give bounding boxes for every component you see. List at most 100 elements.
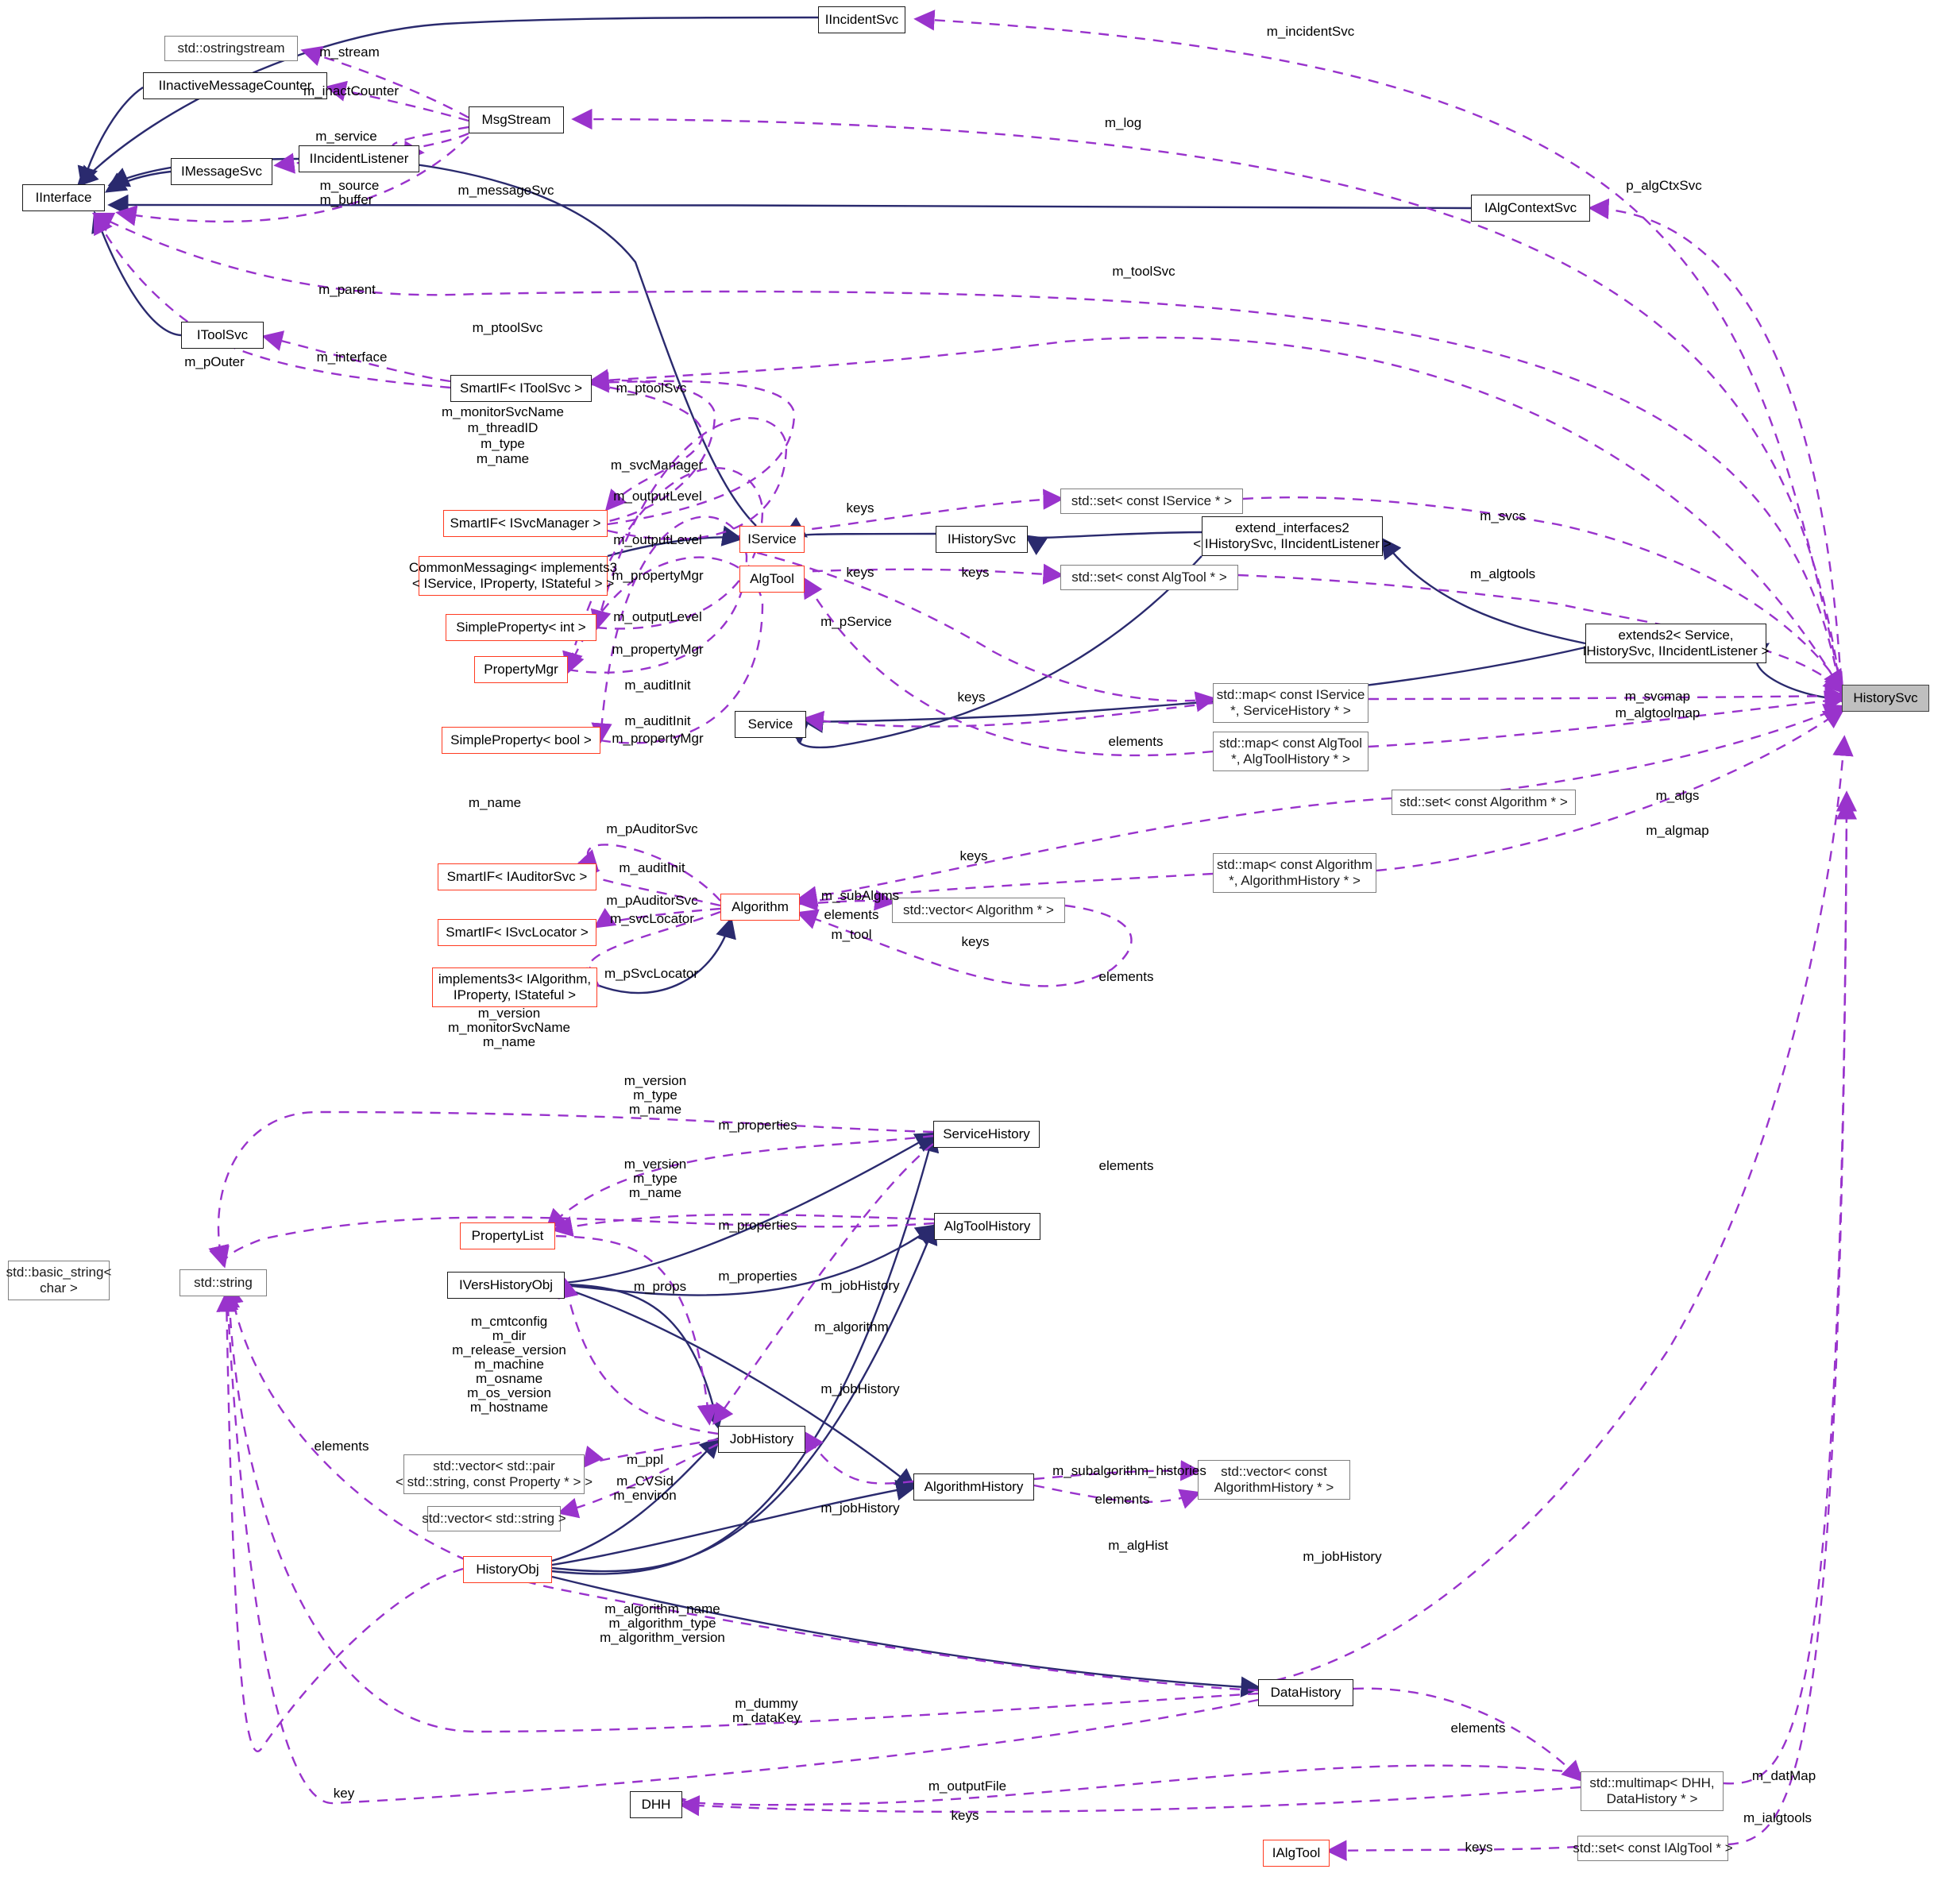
- edge-label: m_os_version: [467, 1385, 551, 1401]
- class-node-PropertyList[interactable]: PropertyList: [460, 1222, 555, 1249]
- edge-label: m_release_version: [452, 1342, 566, 1358]
- edge-label: m_auditInit: [624, 713, 691, 729]
- edge-label: m_outputLevel: [613, 489, 702, 504]
- edge-label: m_pAuditorSvc: [606, 821, 698, 837]
- edge-label: m_name: [628, 1185, 682, 1201]
- edge-label: keys: [957, 689, 986, 705]
- class-node-IInterface[interactable]: IInterface: [22, 184, 105, 211]
- class-node-basicstringchar[interactable]: std::basic_string< char >: [6, 1261, 111, 1300]
- edge-label: m_environ: [613, 1488, 677, 1504]
- edge-label: elements: [1108, 734, 1164, 750]
- edge-label: m_jobHistory: [1303, 1549, 1382, 1565]
- class-node-Service[interactable]: Service: [735, 711, 806, 738]
- class-node-HistoryObj[interactable]: HistoryObj: [463, 1556, 552, 1583]
- edge-label: m_jobHistory: [820, 1278, 900, 1294]
- class-node-IAlgContextSvc[interactable]: IAlgContextSvc: [1471, 195, 1590, 222]
- edge-label: keys: [961, 934, 990, 950]
- edge-label: m_buffer: [319, 192, 373, 208]
- edge-label: m_ialgtools: [1743, 1810, 1812, 1826]
- edge-label: m_dir: [492, 1328, 527, 1344]
- class-node-SmartIFISvcLocator[interactable]: SmartIF< ISvcLocator >: [438, 919, 596, 946]
- class-node-AlgToolHistory[interactable]: AlgToolHistory: [934, 1213, 1040, 1240]
- edge-label: m_log: [1104, 115, 1142, 131]
- edge-label: m_subAlgms: [820, 888, 900, 904]
- edge-label: m_name: [476, 451, 530, 467]
- class-node-MsgStream[interactable]: MsgStream: [469, 106, 564, 133]
- edge-label: m_propertyMgr: [612, 568, 704, 584]
- edge-label: m_svcmap: [1624, 689, 1691, 705]
- edge-label: m_algs: [1655, 788, 1700, 804]
- edge-label: m_pOuter: [184, 354, 245, 370]
- edge-label: m_type: [633, 1171, 677, 1187]
- class-node-IIncidentSvc[interactable]: IIncidentSvc: [818, 6, 905, 33]
- class-node-setConstAlgTool[interactable]: std::set< const AlgTool * >: [1060, 565, 1238, 590]
- edge-label: m_version: [477, 1006, 541, 1022]
- class-node-IService[interactable]: IService: [739, 526, 805, 553]
- edge-label: m_parent: [318, 282, 376, 298]
- edge-label: keys: [846, 565, 874, 581]
- edge-label: m_algtools: [1469, 566, 1536, 582]
- class-node-JobHistory[interactable]: JobHistory: [718, 1426, 805, 1453]
- class-node-vectorConstAlgorithmHistory[interactable]: std::vector< const AlgorithmHistory * >: [1198, 1460, 1350, 1500]
- class-node-IMessageSvc[interactable]: IMessageSvc: [171, 158, 272, 185]
- edge-label: m_name: [628, 1102, 682, 1118]
- class-node-extends2[interactable]: extends2< Service, IHistorySvc, IInciden…: [1583, 624, 1769, 663]
- class-node-setConstAlgorithm[interactable]: std::set< const Algorithm * >: [1392, 790, 1576, 815]
- edge-label: m_source: [319, 178, 380, 194]
- class-node-IVersHistoryObj[interactable]: IVersHistoryObj: [447, 1272, 565, 1299]
- class-node-DataHistory[interactable]: DataHistory: [1258, 1679, 1353, 1706]
- edge-label: elements: [824, 907, 879, 923]
- class-node-setConstIService[interactable]: std::set< const IService * >: [1060, 489, 1243, 514]
- edge-label: m_ptoolSvc: [616, 380, 687, 396]
- class-node-SmartIFISvcManager[interactable]: SmartIF< ISvcManager >: [443, 510, 608, 537]
- edge-label: m_algtoolmap: [1615, 705, 1700, 721]
- class-node-Algorithm[interactable]: Algorithm: [720, 894, 800, 921]
- class-node-vectorString[interactable]: std::vector< std::string >: [422, 1506, 566, 1531]
- class-node-CommonMessaging[interactable]: CommonMessaging< implements3 < IService,…: [409, 556, 617, 596]
- edge-label: keys: [951, 1808, 979, 1824]
- class-node-mapAlgToolAlgToolHistory[interactable]: std::map< const AlgTool *, AlgToolHistor…: [1213, 732, 1368, 771]
- class-node-SimplePropertyBool[interactable]: SimpleProperty< bool >: [442, 727, 600, 754]
- class-node-IInactiveMessageCounter[interactable]: IInactiveMessageCounter: [143, 72, 327, 99]
- edge-label: m_threadID: [467, 420, 539, 436]
- class-node-implements3IAlgorithm[interactable]: implements3< IAlgorithm, IProperty, ISta…: [432, 967, 597, 1007]
- class-node-stdstring[interactable]: std::string: [180, 1269, 267, 1296]
- class-node-setConstIAlgTool[interactable]: std::set< const IAlgTool * >: [1573, 1836, 1733, 1861]
- class-node-multimapDHHDataHistory[interactable]: std::multimap< DHH, DataHistory * >: [1581, 1771, 1724, 1811]
- class-node-SmartIFIAuditorSvc[interactable]: SmartIF< IAuditorSvc >: [438, 863, 596, 890]
- edge-label: m_svcLocator: [610, 911, 694, 927]
- class-node-AlgorithmHistory[interactable]: AlgorithmHistory: [913, 1473, 1034, 1500]
- class-node-PropertyMgr[interactable]: PropertyMgr: [474, 656, 568, 683]
- class-node-IAlgTool[interactable]: IAlgTool: [1263, 1840, 1330, 1867]
- class-node-SimplePropertyInt[interactable]: SimpleProperty< int >: [446, 614, 596, 641]
- class-node-IIncidentListener[interactable]: IIncidentListener: [299, 145, 419, 172]
- class-node-vectorPairStringProperty[interactable]: std::vector< std::pair < std::string, co…: [396, 1454, 593, 1494]
- edge-label: m_CVSid: [616, 1473, 674, 1489]
- edge-label: m_propertyMgr: [612, 642, 704, 658]
- edge-label: p_algCtxSvc: [1626, 178, 1702, 194]
- class-node-IToolSvc[interactable]: IToolSvc: [181, 322, 264, 349]
- class-node-DHH[interactable]: DHH: [630, 1791, 682, 1818]
- edge-label: m_algorithm: [814, 1319, 889, 1335]
- edge-label: elements: [1450, 1721, 1506, 1736]
- class-node-SmartIFIToolSvc[interactable]: SmartIF< IToolSvc >: [450, 375, 592, 402]
- edge-label: m_hostname: [469, 1400, 549, 1415]
- class-node-stdostringstream[interactable]: std::ostringstream: [164, 36, 298, 61]
- class-node-mapAlgorithmAlgorithmHistory[interactable]: std::map< const Algorithm *, AlgorithmHi…: [1213, 853, 1376, 893]
- edge-label: m_incidentSvc: [1266, 24, 1355, 40]
- class-node-vectorAlgorithm[interactable]: std::vector< Algorithm * >: [892, 898, 1065, 923]
- class-node-mapIServiceServiceHistory[interactable]: std::map< const IService *, ServiceHisto…: [1213, 683, 1368, 723]
- class-node-IHistorySvc[interactable]: IHistorySvc: [936, 526, 1028, 553]
- edge-label: m_interface: [316, 350, 388, 365]
- class-node-extend_interfaces2[interactable]: extend_interfaces2 < IHistorySvc, IIncid…: [1193, 516, 1392, 556]
- edge-label: m_propertyMgr: [612, 731, 704, 747]
- edge-label: m_messageSvc: [457, 183, 554, 199]
- class-node-ServiceHistory[interactable]: ServiceHistory: [933, 1121, 1040, 1148]
- class-node-HistorySvc[interactable]: HistorySvc: [1842, 685, 1929, 712]
- edge-label: elements: [1098, 1158, 1154, 1174]
- edge-label: m_pSvcLocator: [604, 966, 699, 982]
- class-node-AlgTool[interactable]: AlgTool: [739, 566, 805, 593]
- edge-label: m_auditInit: [619, 860, 685, 876]
